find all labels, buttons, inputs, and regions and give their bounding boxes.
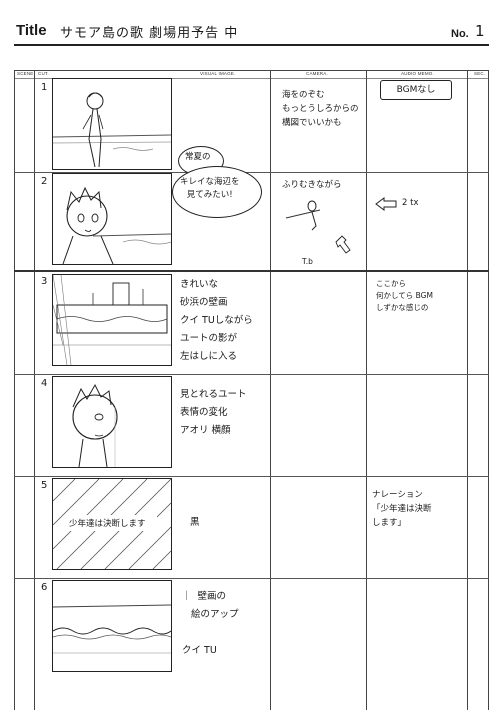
- column-header-cut: CUT.: [38, 71, 49, 76]
- camera-move-sketch: [285, 200, 351, 254]
- row-divider: [14, 270, 489, 272]
- camera-notes-cut-1: 海をのぞむ もっとうしろからの 構図でいいかも: [282, 90, 359, 128]
- frame-caption: 少年達は決断します: [69, 519, 146, 529]
- cut-number: 2: [41, 176, 48, 187]
- frame-cut-4: [52, 376, 172, 468]
- grid-head-rule: [14, 78, 489, 79]
- grid-vline: [34, 70, 35, 710]
- frame-cut-2: [52, 173, 172, 265]
- speech-bubble-small-text: 常夏の: [185, 152, 211, 162]
- column-header-visual: VISUAL IMAGE.: [200, 71, 236, 76]
- frame-cut-5: 少年達は決断します: [52, 478, 172, 570]
- cut-number: 6: [41, 582, 48, 593]
- cut-number: 1: [41, 82, 48, 93]
- visual-notes-cut-3: きれいな 砂浜の壁画 クイ TUしながら ユートの影が 左はしに入る: [180, 279, 253, 362]
- column-header-audio: AUDIO MEMO.: [401, 71, 434, 76]
- column-header-scene: SCENE: [17, 71, 34, 76]
- frame-cut-6: [52, 580, 172, 672]
- camera-notes-cut-2: ふりむきながら: [282, 180, 342, 190]
- grid-vline: [270, 70, 271, 710]
- grid-vline: [366, 70, 367, 710]
- header-rule: [14, 44, 489, 46]
- audio-bgm-box: BGMなし: [380, 80, 452, 100]
- speech-bubble-large-text: キレイな海辺を 見てみたい!: [180, 177, 240, 200]
- frame-cut-1: [52, 78, 172, 170]
- row-divider: [14, 172, 489, 173]
- audio-notes-cut-2: 2 tx: [402, 198, 419, 208]
- grid-top-rule: [14, 70, 489, 71]
- arrow-left-icon: [375, 197, 397, 211]
- column-header-sec: SEC.: [474, 71, 486, 76]
- visual-notes-cut-5: 黒: [190, 517, 200, 528]
- row-divider: [14, 476, 489, 477]
- cut-number: 3: [41, 276, 48, 287]
- visual-notes-cut-6: ｜ 壁画の 絵のアップ クイ TU: [182, 591, 239, 656]
- frame-cut-3: [52, 274, 172, 366]
- speech-bubble-large: [172, 166, 262, 218]
- page-number-label: No.: [451, 28, 469, 40]
- row-divider: [14, 374, 489, 375]
- camera-tb-label: T.b: [302, 257, 313, 266]
- grid-vline: [467, 70, 468, 710]
- audio-notes-cut-3: ここから 何かしてら BGM しずかな感じの: [376, 279, 433, 312]
- title-text: サモア島の歌 劇場用予告 中: [60, 26, 239, 41]
- audio-notes-cut-5: ナレーション 「少年達は決断 します」: [372, 490, 432, 528]
- grid-vline: [14, 70, 15, 710]
- row-divider: [14, 578, 489, 579]
- visual-notes-cut-4: 見とれるユート 表情の変化 アオリ 横顔: [180, 389, 247, 436]
- cut-number: 4: [41, 378, 48, 389]
- page-number-value: 1: [475, 22, 485, 40]
- grid-vline: [488, 70, 489, 710]
- cut-number: 5: [41, 480, 48, 491]
- title-label: Title: [16, 22, 47, 39]
- column-header-camera: CAMERA.: [306, 71, 328, 76]
